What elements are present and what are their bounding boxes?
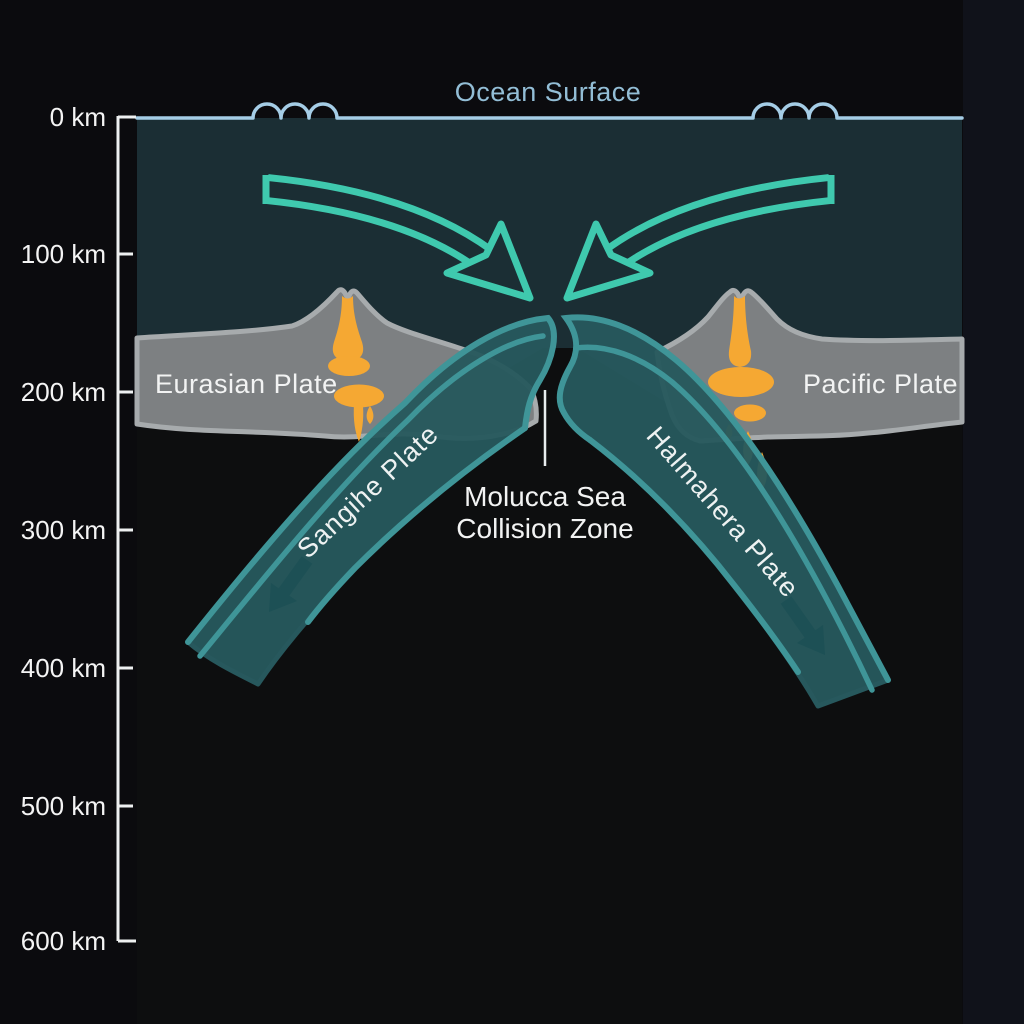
sangihe-slab-top-edge [185, 314, 557, 645]
magma-chamber-left-lower [334, 384, 384, 408]
convergence-arrow-right [563, 174, 835, 302]
axis-label-200km: 200 km [21, 377, 106, 407]
sangihe-motion-arrow-shaft [278, 556, 313, 596]
magma-drop-left [366, 406, 374, 424]
halmahera-slab [556, 314, 891, 709]
sangihe-slab-inner-crust-line [197, 333, 546, 659]
convergence-arrow-right-head [563, 220, 654, 302]
halmahera-motion-arrow-shaft [780, 596, 816, 638]
magma-chamber-right-upper [708, 367, 774, 397]
magma-left [328, 296, 384, 442]
ocean-surface-line [135, 102, 964, 120]
right-edge-strip [963, 0, 1024, 1024]
halmahera-slab-bottom-edge [587, 437, 801, 675]
magma-tail-left [353, 405, 364, 442]
sangihe-slab [185, 314, 557, 687]
magma-chamber-right-lower [734, 404, 766, 422]
axis-label-100km: 100 km [21, 239, 106, 269]
depth-axis-labels: 0 km 100 km 200 km 300 km 400 km 500 km … [21, 102, 106, 956]
halmahera-slab-inner-crust-line [573, 344, 875, 693]
convergence-arrow-left-head [443, 220, 534, 302]
eurasian-plate-label: Eurasian Plate [155, 369, 338, 399]
convergence-arrow-left [262, 174, 534, 302]
collision-zone-label-line2: Collision Zone [456, 513, 633, 544]
axis-label-400km: 400 km [21, 653, 106, 683]
axis-label-300km: 300 km [21, 515, 106, 545]
collision-zone-label-line1: Molucca Sea [464, 481, 626, 512]
sangihe-motion-arrow-head [269, 583, 297, 612]
depth-axis [116, 115, 136, 943]
magma-conduit-right [728, 296, 752, 367]
halmahera-slab-top-edge [556, 314, 891, 683]
axis-label-500km: 500 km [21, 791, 106, 821]
axis-label-0km: 0 km [50, 102, 106, 132]
magma-conduit-left [332, 296, 364, 362]
pacific-plate-label: Pacific Plate [803, 369, 958, 399]
halmahera-motion-arrow-head [797, 625, 825, 655]
axis-label-600km: 600 km [21, 926, 106, 956]
ocean-surface-label: Ocean Surface [455, 77, 642, 107]
magma-chamber-left-upper [328, 356, 370, 376]
sangihe-slab-bottom-edge [305, 425, 528, 625]
